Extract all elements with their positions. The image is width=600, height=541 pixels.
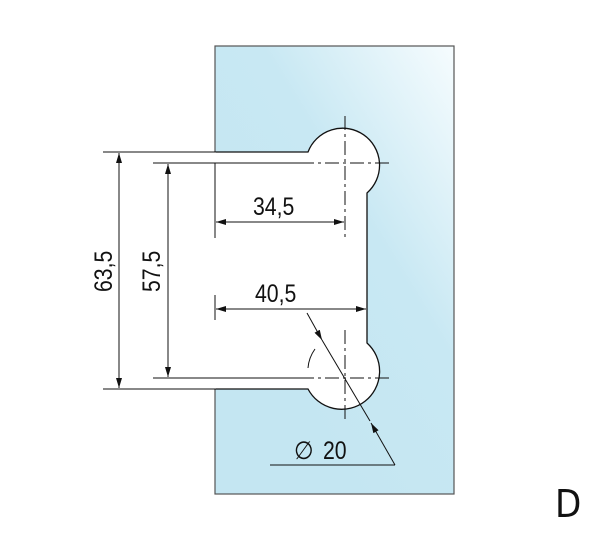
center-lines <box>300 116 393 420</box>
diameter-leader-out <box>370 422 396 466</box>
hinge-cutout <box>214 127 381 410</box>
dim-label-diameter: 20 <box>323 436 347 464</box>
diameter-leader-in <box>306 312 323 341</box>
dim-label-57-5: 57,5 <box>137 251 165 292</box>
dim-label-40-5: 40,5 <box>255 279 296 307</box>
extension-lines <box>103 151 308 390</box>
dimension-lines <box>116 153 396 466</box>
diameter-symbol: ∅ <box>294 437 314 465</box>
diameter-leader <box>321 339 371 422</box>
variant-label: D <box>555 481 581 526</box>
dim-label-63-5: 63,5 <box>89 251 117 292</box>
dim-label-34-5: 34,5 <box>253 192 294 220</box>
